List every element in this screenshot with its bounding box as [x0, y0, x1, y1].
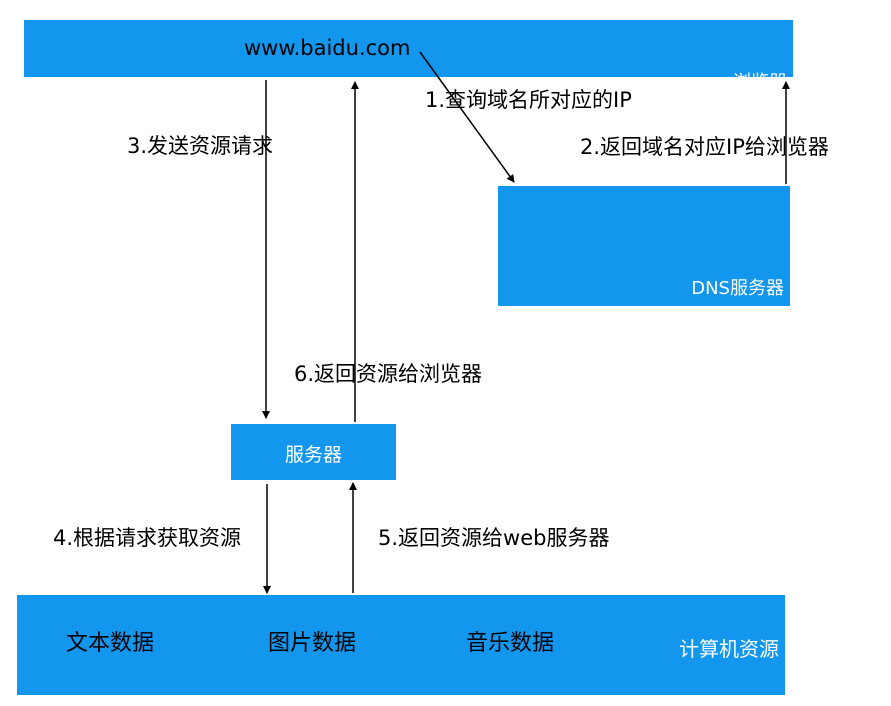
browser-label: 浏览器 — [733, 72, 787, 93]
resource-audio-data: 音乐数据 — [466, 631, 555, 656]
computer-resources-box: 计算机资源 — [17, 595, 785, 695]
step-5-label: 5.返回资源给web服务器 — [378, 526, 610, 550]
browser-url-text: www.baidu.com — [244, 36, 411, 60]
web-server-label: 服务器 — [284, 444, 342, 466]
browser-box: 浏览器 — [24, 20, 793, 93]
resource-image-data: 图片数据 — [268, 631, 357, 656]
step-2-label: 2.返回域名对应IP给浏览器 — [580, 135, 829, 159]
step-6-label: 6.返回资源给浏览器 — [294, 362, 483, 386]
resource-text-data: 文本数据 — [66, 631, 155, 656]
step-1-label: 1.查询域名所对应的IP — [425, 88, 632, 112]
computer-resources-label: 计算机资源 — [679, 637, 779, 661]
dns-server-label: DNS服务器 — [691, 278, 784, 299]
web-server-box: 服务器 — [231, 424, 396, 480]
step-3-label: 3.发送资源请求 — [127, 134, 274, 158]
step-4-label: 4.根据请求获取资源 — [53, 526, 242, 550]
dns-server-box: DNS服务器 — [498, 186, 790, 306]
